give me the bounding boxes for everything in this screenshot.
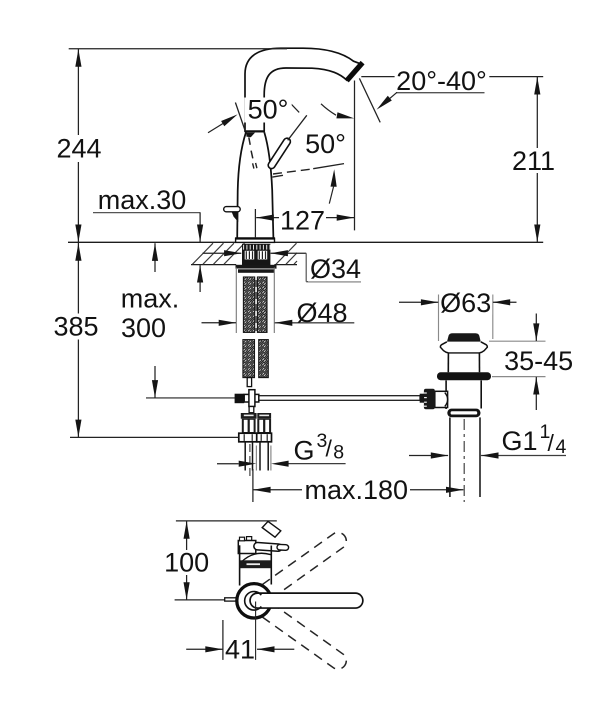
svg-text:G1: G1 xyxy=(502,426,538,456)
svg-text:35-45: 35-45 xyxy=(504,346,573,376)
svg-text:1: 1 xyxy=(540,421,551,443)
svg-text:3: 3 xyxy=(317,430,328,452)
svg-text:211: 211 xyxy=(512,146,555,176)
svg-text:41: 41 xyxy=(225,634,255,664)
svg-text:20°-40°: 20°-40° xyxy=(396,66,487,96)
svg-text:/: / xyxy=(548,430,555,456)
svg-text:50°: 50° xyxy=(305,129,346,159)
svg-text:50°: 50° xyxy=(248,95,289,125)
svg-text:Ø48: Ø48 xyxy=(296,298,347,328)
svg-text:127: 127 xyxy=(280,205,325,235)
svg-text:G: G xyxy=(294,436,315,466)
svg-text:Ø63: Ø63 xyxy=(440,288,491,318)
svg-text:max.180: max.180 xyxy=(305,475,409,505)
svg-text:/: / xyxy=(326,436,333,462)
svg-text:max.: max. xyxy=(121,284,180,314)
svg-text:100: 100 xyxy=(164,548,209,578)
svg-text:385: 385 xyxy=(53,312,98,342)
svg-text:max.30: max.30 xyxy=(98,185,187,215)
svg-text:244: 244 xyxy=(56,133,101,163)
svg-text:Ø34: Ø34 xyxy=(310,254,361,284)
svg-text:4: 4 xyxy=(556,436,567,458)
svg-text:8: 8 xyxy=(333,442,344,464)
svg-text:300: 300 xyxy=(121,313,166,343)
